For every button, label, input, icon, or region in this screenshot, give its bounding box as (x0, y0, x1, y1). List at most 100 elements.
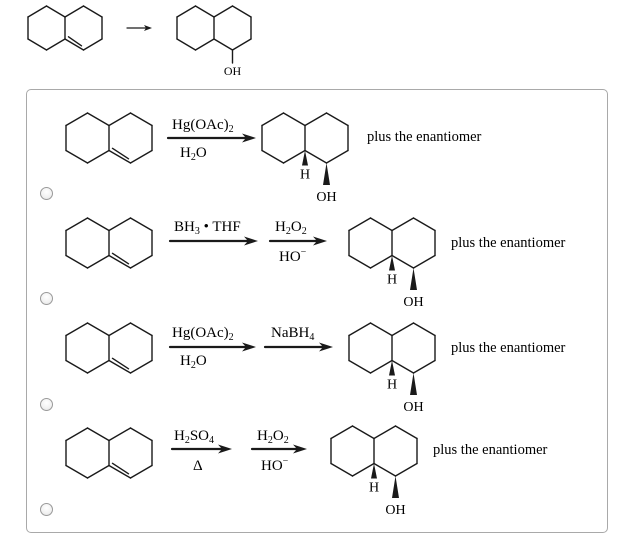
option-3-reactant-bond (86, 322, 110, 337)
option-2-product-bond (348, 254, 372, 269)
option-2-product-bond (391, 254, 415, 269)
option-4-product-oh-wedge (392, 476, 399, 498)
option-4-reactant-bond (65, 464, 89, 479)
option-1-product-bond (282, 112, 306, 127)
option-1-reactant-bond (86, 112, 110, 127)
option-1-arrow-1-head (242, 133, 256, 143)
header-product-bond (231, 5, 252, 18)
option-3-radio[interactable] (40, 398, 53, 411)
option-4-step2-reagent-above: H2O2 (257, 428, 289, 446)
option-2-reactant-bond (86, 217, 110, 232)
option-2-reactant-bond (65, 217, 89, 232)
option-4-product-bond (373, 462, 397, 477)
option-2-product-bond (412, 217, 436, 232)
option-2-product-oh-wedge (410, 268, 417, 290)
option-2-reactant-bond (86, 254, 110, 269)
header-arrow-head (144, 25, 152, 31)
option-1-product-bond (304, 112, 328, 127)
option-2-arrow-2-head (313, 236, 327, 246)
option-2-product-bond (369, 254, 393, 269)
option-2-step2-reagent-above: H2O2 (275, 219, 307, 237)
option-3-step2-reagent: NaBH4 (271, 325, 315, 343)
option-4-reactant-bond (129, 427, 153, 442)
header-reactant-bond (27, 5, 48, 18)
option-2-product-bond (391, 217, 415, 232)
option-2-reactant-bond (129, 217, 153, 232)
header-reactant-bond (82, 5, 103, 18)
option-4-product-bond (330, 425, 354, 440)
option-3-reactant-bond (129, 322, 153, 337)
option-3-product-bond (369, 322, 393, 337)
option-4-arrow-1-head (218, 444, 232, 454)
header-reactant-bond (64, 38, 85, 51)
option-3-product-h-wedge (389, 360, 395, 376)
option-3-reactant-bond (65, 322, 89, 337)
option-4-step1-reagent-below: Δ (193, 458, 203, 474)
option-1-note: plus the enantiomer (367, 129, 482, 145)
option-4-reactant-bond (86, 427, 110, 442)
option-4-reactant-bond (129, 464, 153, 479)
option-3-product-bond (391, 359, 415, 374)
option-3-note: plus the enantiomer (451, 340, 566, 356)
option-2-arrow-1-head (244, 236, 258, 246)
option-2-radio[interactable] (40, 292, 53, 305)
header-product-bond (213, 38, 234, 51)
header-product-oh-label: OH (224, 64, 242, 78)
option-1-reactant-bond (108, 112, 132, 127)
option-4-reactant-bond (108, 427, 132, 442)
option-1-product-bond (325, 149, 349, 164)
option-3-step1-reagent-above: Hg(OAc)2 (172, 325, 234, 343)
option-4-product-h-wedge (371, 463, 377, 479)
option-3-product-h-label: H (387, 378, 397, 393)
option-3-product-bond (412, 359, 436, 374)
header-product-bond (213, 5, 234, 18)
option-1-product-oh-label: OH (316, 190, 336, 205)
header-reactant-double-bond (67, 36, 83, 47)
option-1-product-h-label: H (300, 168, 310, 183)
option-2-reactant-bond (108, 217, 132, 232)
option-1-product-h-wedge (302, 150, 308, 166)
option-4-product-bond (394, 425, 418, 440)
option-1-product-bond (282, 149, 306, 164)
option-1-reactant-bond (129, 112, 153, 127)
option-3-product-bond (348, 359, 372, 374)
option-1-product-bond (261, 149, 285, 164)
option-4-product-h-label: H (369, 481, 379, 496)
option-3-product-bond (369, 359, 393, 374)
option-1-reactant-bond (65, 149, 89, 164)
option-1-product-bond (304, 149, 328, 164)
option-2-product-bond (348, 217, 372, 232)
option-4-product-bond (351, 425, 375, 440)
option-3-step1-reagent-below: H2O (180, 353, 207, 371)
option-1-reactant-bond (108, 149, 132, 164)
option-1-radio[interactable] (40, 187, 53, 200)
option-4-radio[interactable] (40, 503, 53, 516)
header-reactant-bond (45, 5, 66, 18)
option-1-reactant-double-bond (111, 147, 130, 160)
option-3-product-bond (348, 322, 372, 337)
option-4-product-oh-label: OH (385, 503, 405, 518)
option-2-product-bond (369, 217, 393, 232)
option-2-note: plus the enantiomer (451, 235, 566, 251)
option-2-product-bond (412, 254, 436, 269)
header-product-bond (176, 38, 197, 51)
option-3-reactant-bond (129, 359, 153, 374)
header-reactant-bond (82, 38, 103, 51)
option-1-product-bond (261, 112, 285, 127)
header-product-bond (176, 5, 197, 18)
option-1-reagent-above: Hg(OAc)2 (172, 117, 234, 135)
option-1-reactant-bond (86, 149, 110, 164)
header-reactant-bond (64, 5, 85, 18)
option-3-reactant-bond (108, 359, 132, 374)
option-2-product-h-label: H (387, 273, 397, 288)
option-4-reactant-bond (65, 427, 89, 442)
option-3-product-oh-label: OH (403, 400, 423, 415)
option-2-reactant-bond (65, 254, 89, 269)
option-4-product-bond (351, 462, 375, 477)
header-product-bond (194, 38, 215, 51)
option-2-reactant-bond (129, 254, 153, 269)
option-3-reactant-double-bond (111, 357, 130, 370)
option-4-step1-reagent-above: H2SO4 (174, 428, 215, 446)
option-4-reactant-bond (108, 464, 132, 479)
